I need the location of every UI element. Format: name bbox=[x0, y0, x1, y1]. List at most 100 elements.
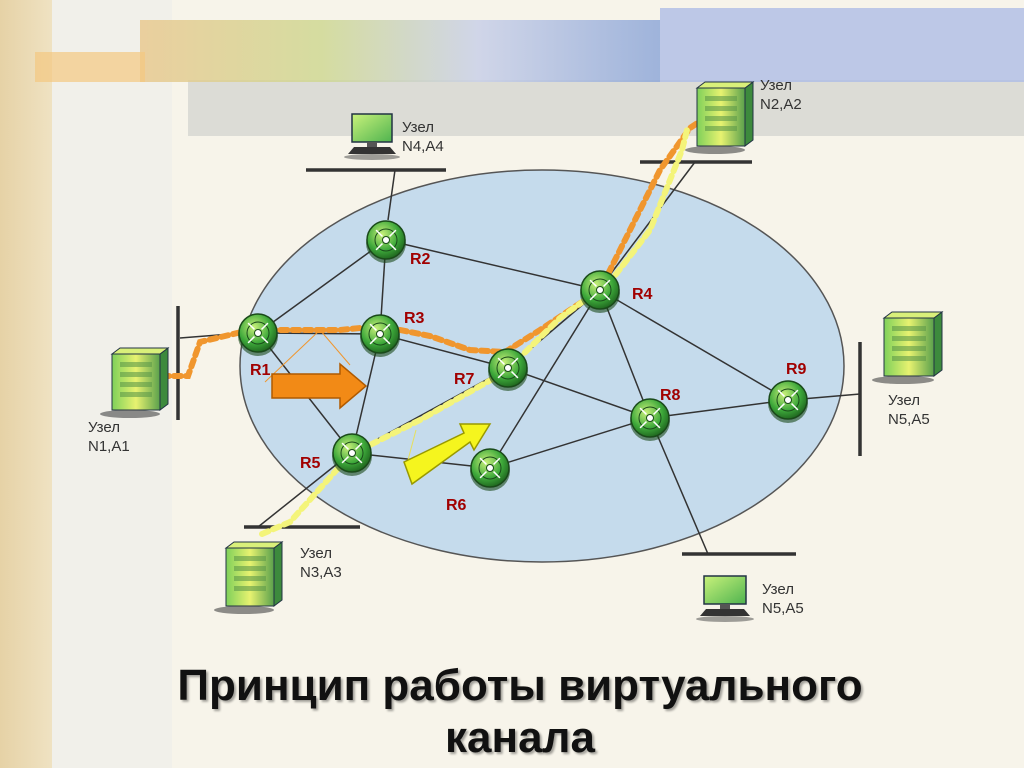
router-arrow-mark bbox=[355, 456, 363, 464]
router-arrow-mark bbox=[375, 229, 383, 237]
router-label-r7: R7 bbox=[454, 371, 475, 388]
page-title: Принцип работы виртуального канала bbox=[140, 660, 900, 764]
header-photo-strip-right bbox=[660, 8, 1024, 82]
router-hub bbox=[504, 364, 512, 372]
router-label-r5: R5 bbox=[300, 455, 321, 472]
router-r2[interactable]: R2 bbox=[366, 220, 431, 268]
router-r1[interactable]: R1 bbox=[238, 313, 278, 379]
host-label-line1: Узел bbox=[402, 119, 434, 136]
link-r8-r9 bbox=[649, 399, 789, 419]
router-arrow-mark bbox=[261, 322, 269, 330]
header-band bbox=[188, 80, 1024, 136]
router-ring bbox=[776, 388, 800, 412]
router-ring bbox=[478, 456, 502, 480]
router-ring bbox=[340, 441, 364, 465]
router-ring bbox=[638, 406, 662, 430]
host-label-line2: N5,A5 bbox=[888, 411, 930, 428]
router-r6[interactable]: R6 bbox=[446, 448, 510, 514]
virtual-circuit-path-orange bbox=[159, 117, 705, 379]
link-r4-r6 bbox=[489, 289, 601, 469]
router-arrow-mark bbox=[383, 323, 391, 331]
router-r7[interactable]: R7 bbox=[454, 348, 528, 391]
lan-bars bbox=[176, 160, 862, 556]
router-arrow-mark bbox=[653, 407, 661, 415]
link-r6-r8 bbox=[489, 417, 651, 469]
router-arrow-mark bbox=[791, 389, 799, 397]
link-r1-r3 bbox=[257, 332, 381, 335]
header-accent bbox=[35, 52, 145, 82]
router-arrow-mark bbox=[497, 357, 505, 365]
router-hub bbox=[382, 236, 390, 244]
router-arrow-mark bbox=[369, 337, 377, 345]
router-arrow-mark bbox=[355, 442, 363, 450]
router-r3[interactable]: R3 bbox=[360, 310, 425, 357]
router-r8[interactable]: R8 bbox=[630, 387, 681, 441]
link-r4-r9 bbox=[599, 289, 789, 401]
router-arrow-mark bbox=[341, 456, 349, 464]
router-arrow-mark bbox=[389, 229, 397, 237]
router-arrow-mark bbox=[589, 293, 597, 301]
router-label-r6: R6 bbox=[446, 497, 467, 514]
host-label-line1: Узел bbox=[300, 545, 332, 562]
router-ring bbox=[246, 321, 270, 345]
router-arrow-mark bbox=[589, 279, 597, 287]
server-icon bbox=[214, 541, 284, 614]
router-arrow-mark bbox=[389, 243, 397, 251]
host-label-line1: Узел bbox=[762, 581, 794, 598]
router-label-r4: R4 bbox=[632, 286, 653, 303]
router-ring bbox=[588, 278, 612, 302]
router-arrow-mark bbox=[639, 407, 647, 415]
router-hub bbox=[486, 464, 494, 472]
host-label-line1: Узел bbox=[760, 77, 792, 94]
router-hub bbox=[348, 449, 356, 457]
title-line-1: Принцип работы виртуального bbox=[177, 661, 863, 710]
virtual-circuit-path-yellow bbox=[259, 123, 691, 537]
router-arrow-mark bbox=[777, 389, 785, 397]
router-r9[interactable]: R9 bbox=[768, 361, 808, 423]
header-photo-strip bbox=[140, 20, 660, 82]
router-arrow-mark bbox=[479, 471, 487, 479]
computer-icon bbox=[696, 575, 754, 622]
server-icon bbox=[685, 81, 755, 154]
router-hub bbox=[646, 414, 654, 422]
router-arrow-mark bbox=[653, 421, 661, 429]
link-r1-r2 bbox=[257, 239, 387, 334]
router-arrow-mark bbox=[493, 457, 501, 465]
host-label-line2: N5,A5 bbox=[762, 600, 804, 617]
router-arrow-mark bbox=[375, 243, 383, 251]
router-arrow-mark bbox=[341, 442, 349, 450]
host-label-line2: N2,A2 bbox=[760, 96, 802, 113]
orange-direction-arrow bbox=[271, 362, 368, 410]
router-ring bbox=[368, 322, 392, 346]
router-arrow-mark bbox=[493, 471, 501, 479]
router-arrow-mark bbox=[777, 403, 785, 411]
link-r2-r4 bbox=[385, 239, 601, 291]
router-hub bbox=[254, 329, 262, 337]
router-hub bbox=[784, 396, 792, 404]
router-hub bbox=[596, 286, 604, 294]
router-arrow-mark bbox=[479, 457, 487, 465]
router-arrow-mark bbox=[383, 337, 391, 345]
router-arrow-mark bbox=[511, 371, 519, 379]
router-label-r1: R1 bbox=[250, 362, 271, 379]
path-hint-lines-yellow bbox=[407, 429, 417, 461]
hosts: УзелN1,A1УзелN2,A2УзелN3,A3УзелN4,A4Узел… bbox=[88, 77, 944, 622]
router-arrow-mark bbox=[247, 322, 255, 330]
link-r4-r8 bbox=[599, 289, 651, 419]
link-r7-r8 bbox=[507, 367, 651, 419]
network-cloud bbox=[239, 169, 845, 563]
router-r4[interactable]: R4 bbox=[580, 270, 653, 313]
router-arrow-mark bbox=[369, 323, 377, 331]
router-hub bbox=[376, 330, 384, 338]
router-r5[interactable]: R5 bbox=[300, 433, 372, 476]
router-arrow-mark bbox=[247, 336, 255, 344]
host-label-line1: Узел bbox=[88, 419, 120, 436]
